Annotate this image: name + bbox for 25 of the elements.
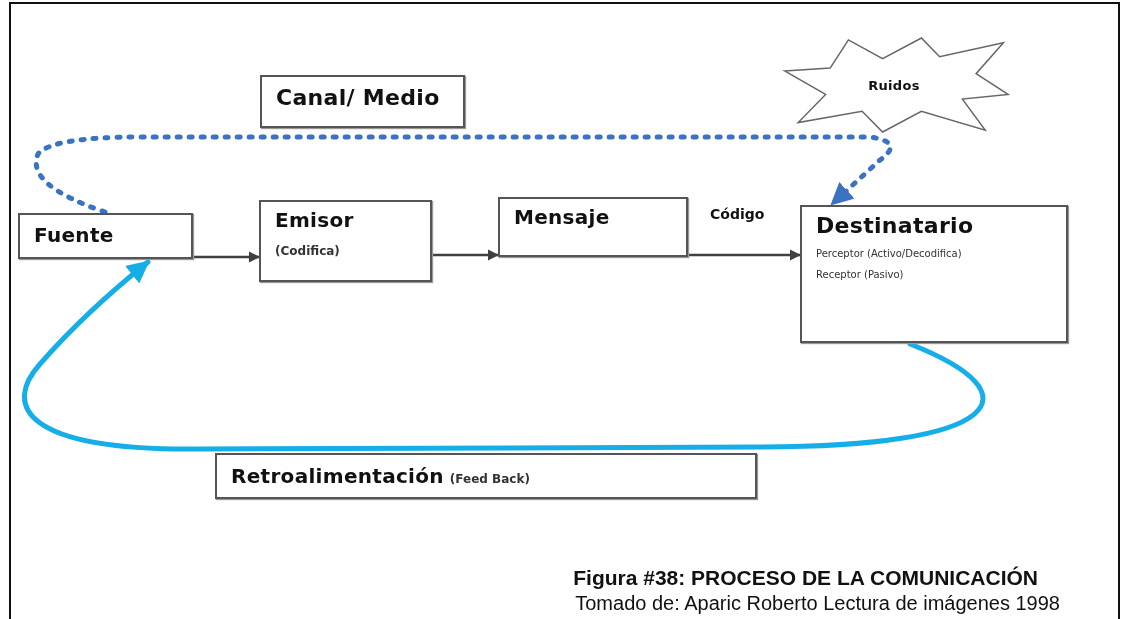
process-box bbox=[800, 205, 1068, 343]
process-box bbox=[18, 213, 193, 259]
process-box bbox=[215, 453, 757, 499]
node-title: Ruidos bbox=[868, 77, 920, 93]
arrow bbox=[432, 249, 500, 261]
node-title: Retroalimentación bbox=[231, 464, 444, 488]
figure-caption: Figura #38: PROCESO DE LA COMUNICACIÓN bbox=[573, 566, 1038, 590]
edge-label: Código bbox=[708, 206, 767, 222]
arrow bbox=[193, 251, 261, 263]
node-title: Fuente bbox=[34, 223, 114, 247]
arrow bbox=[22, 259, 985, 452]
node-title: Emisor bbox=[275, 208, 354, 232]
arrow bbox=[33, 134, 893, 215]
node-text: (Feed Back) bbox=[449, 472, 530, 486]
node-text: Receptor (Pasivo) bbox=[816, 269, 904, 280]
node-text: Perceptor (Activo/Decodifica) bbox=[816, 248, 962, 259]
arrow bbox=[688, 249, 802, 261]
process-box bbox=[498, 197, 688, 257]
node-title: Mensaje bbox=[514, 205, 610, 229]
process-box bbox=[259, 200, 432, 282]
process-box bbox=[260, 75, 465, 128]
source-note: Tomado de: Aparic Roberto Lectura de imágenes 1998 bbox=[575, 592, 1060, 615]
node-text: (Codifica) bbox=[275, 244, 340, 258]
node-title: Canal/ Medio bbox=[276, 85, 440, 110]
node-title: Destinatario bbox=[816, 213, 974, 238]
